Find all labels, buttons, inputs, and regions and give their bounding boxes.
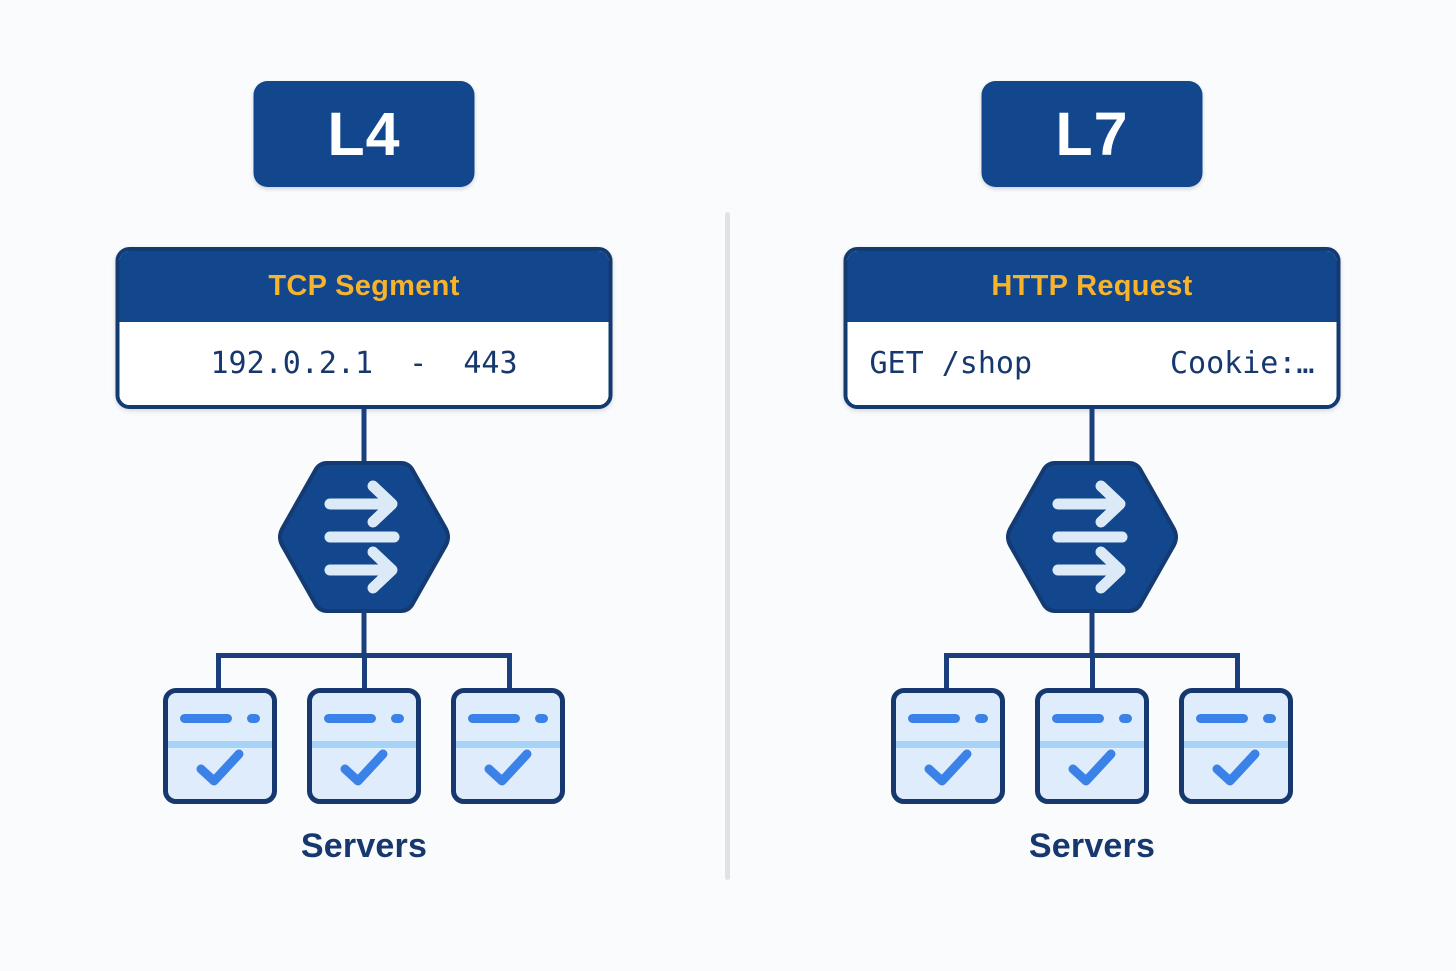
check-icon (924, 749, 972, 786)
check-icon (340, 749, 388, 786)
layer-badge-label: L4 (327, 99, 401, 168)
server-header (168, 713, 272, 723)
server-bar-icon (1052, 713, 1104, 723)
packet-header-label: HTTP Request (991, 270, 1193, 302)
connector-card-to-lb (1089, 409, 1095, 465)
server-bar-icon (1196, 713, 1248, 723)
server-bar-icon (324, 713, 376, 723)
servers-label: Servers (1028, 827, 1156, 865)
server-node[interactable] (891, 688, 1005, 804)
layer-badge-label: L7 (1055, 99, 1129, 168)
server-led-icon (391, 713, 404, 723)
panel-l7: L7 HTTP Request GET /shop Cookie:… (728, 0, 1456, 971)
server-row (891, 688, 1293, 804)
layer-badge-l7[interactable]: L7 (981, 81, 1203, 187)
check-icon (1068, 749, 1116, 786)
load-balancer-hexagon-icon[interactable] (1005, 459, 1179, 615)
server-divider-line (896, 741, 1000, 748)
connector-drop-3 (507, 653, 512, 691)
connector-card-to-lb (361, 409, 367, 465)
packet-header-label: TCP Segment (268, 270, 460, 302)
connector-drop-1 (216, 653, 221, 691)
server-status (312, 749, 416, 787)
server-status (896, 749, 1000, 787)
server-node[interactable] (1035, 688, 1149, 804)
server-led-icon (975, 713, 988, 723)
server-node[interactable] (451, 688, 565, 804)
servers-label: Servers (300, 827, 428, 865)
server-bar-icon (908, 713, 960, 723)
packet-card-l7[interactable]: HTTP Request GET /shop Cookie:… (843, 247, 1341, 409)
connector-drop-1 (944, 653, 949, 691)
connector-lb-to-bus (361, 610, 367, 658)
server-led-icon (1119, 713, 1132, 723)
server-divider-line (168, 741, 272, 748)
server-header (312, 713, 416, 723)
server-led-icon (247, 713, 260, 723)
connector-drop-2 (1090, 653, 1095, 691)
server-row (163, 688, 565, 804)
server-node[interactable] (163, 688, 277, 804)
packet-card-l4[interactable]: TCP Segment 192.0.2.1 - 443 (115, 247, 613, 409)
server-node[interactable] (307, 688, 421, 804)
layer-badge-l4[interactable]: L4 (253, 81, 475, 187)
server-status (1040, 749, 1144, 787)
server-header (456, 713, 560, 723)
load-balancer-hexagon-icon[interactable] (277, 459, 451, 615)
packet-body-text: 192.0.2.1 - 443 (210, 346, 518, 381)
server-divider-line (456, 741, 560, 748)
connector-lb-to-bus (1089, 610, 1095, 658)
panel-divider (725, 212, 730, 880)
check-icon (1212, 749, 1260, 786)
server-header (1184, 713, 1288, 723)
server-header (1040, 713, 1144, 723)
packet-card-header: TCP Segment (119, 251, 609, 322)
check-icon (196, 749, 244, 786)
connector-drop-3 (1235, 653, 1240, 691)
server-divider-line (1184, 741, 1288, 748)
server-bar-icon (180, 713, 232, 723)
server-status (1184, 749, 1288, 787)
panel-l4: L4 TCP Segment 192.0.2.1 - 443 (115, 81, 613, 865)
packet-card-header: HTTP Request (847, 251, 1337, 322)
packet-card-body: 192.0.2.1 - 443 (119, 322, 609, 405)
packet-body-method-path: GET /shop (869, 346, 1033, 381)
server-status (456, 749, 560, 787)
packet-card-body: GET /shop Cookie:… (847, 322, 1337, 405)
server-node[interactable] (1179, 688, 1293, 804)
check-icon (484, 749, 532, 786)
connector-drop-2 (362, 653, 367, 691)
server-led-icon (535, 713, 548, 723)
server-status (168, 749, 272, 787)
server-bar-icon (468, 713, 520, 723)
server-header (896, 713, 1000, 723)
server-divider-line (1040, 741, 1144, 748)
server-divider-line (312, 741, 416, 748)
server-led-icon (1263, 713, 1276, 723)
packet-body-cookie-header: Cookie:… (1170, 346, 1315, 381)
